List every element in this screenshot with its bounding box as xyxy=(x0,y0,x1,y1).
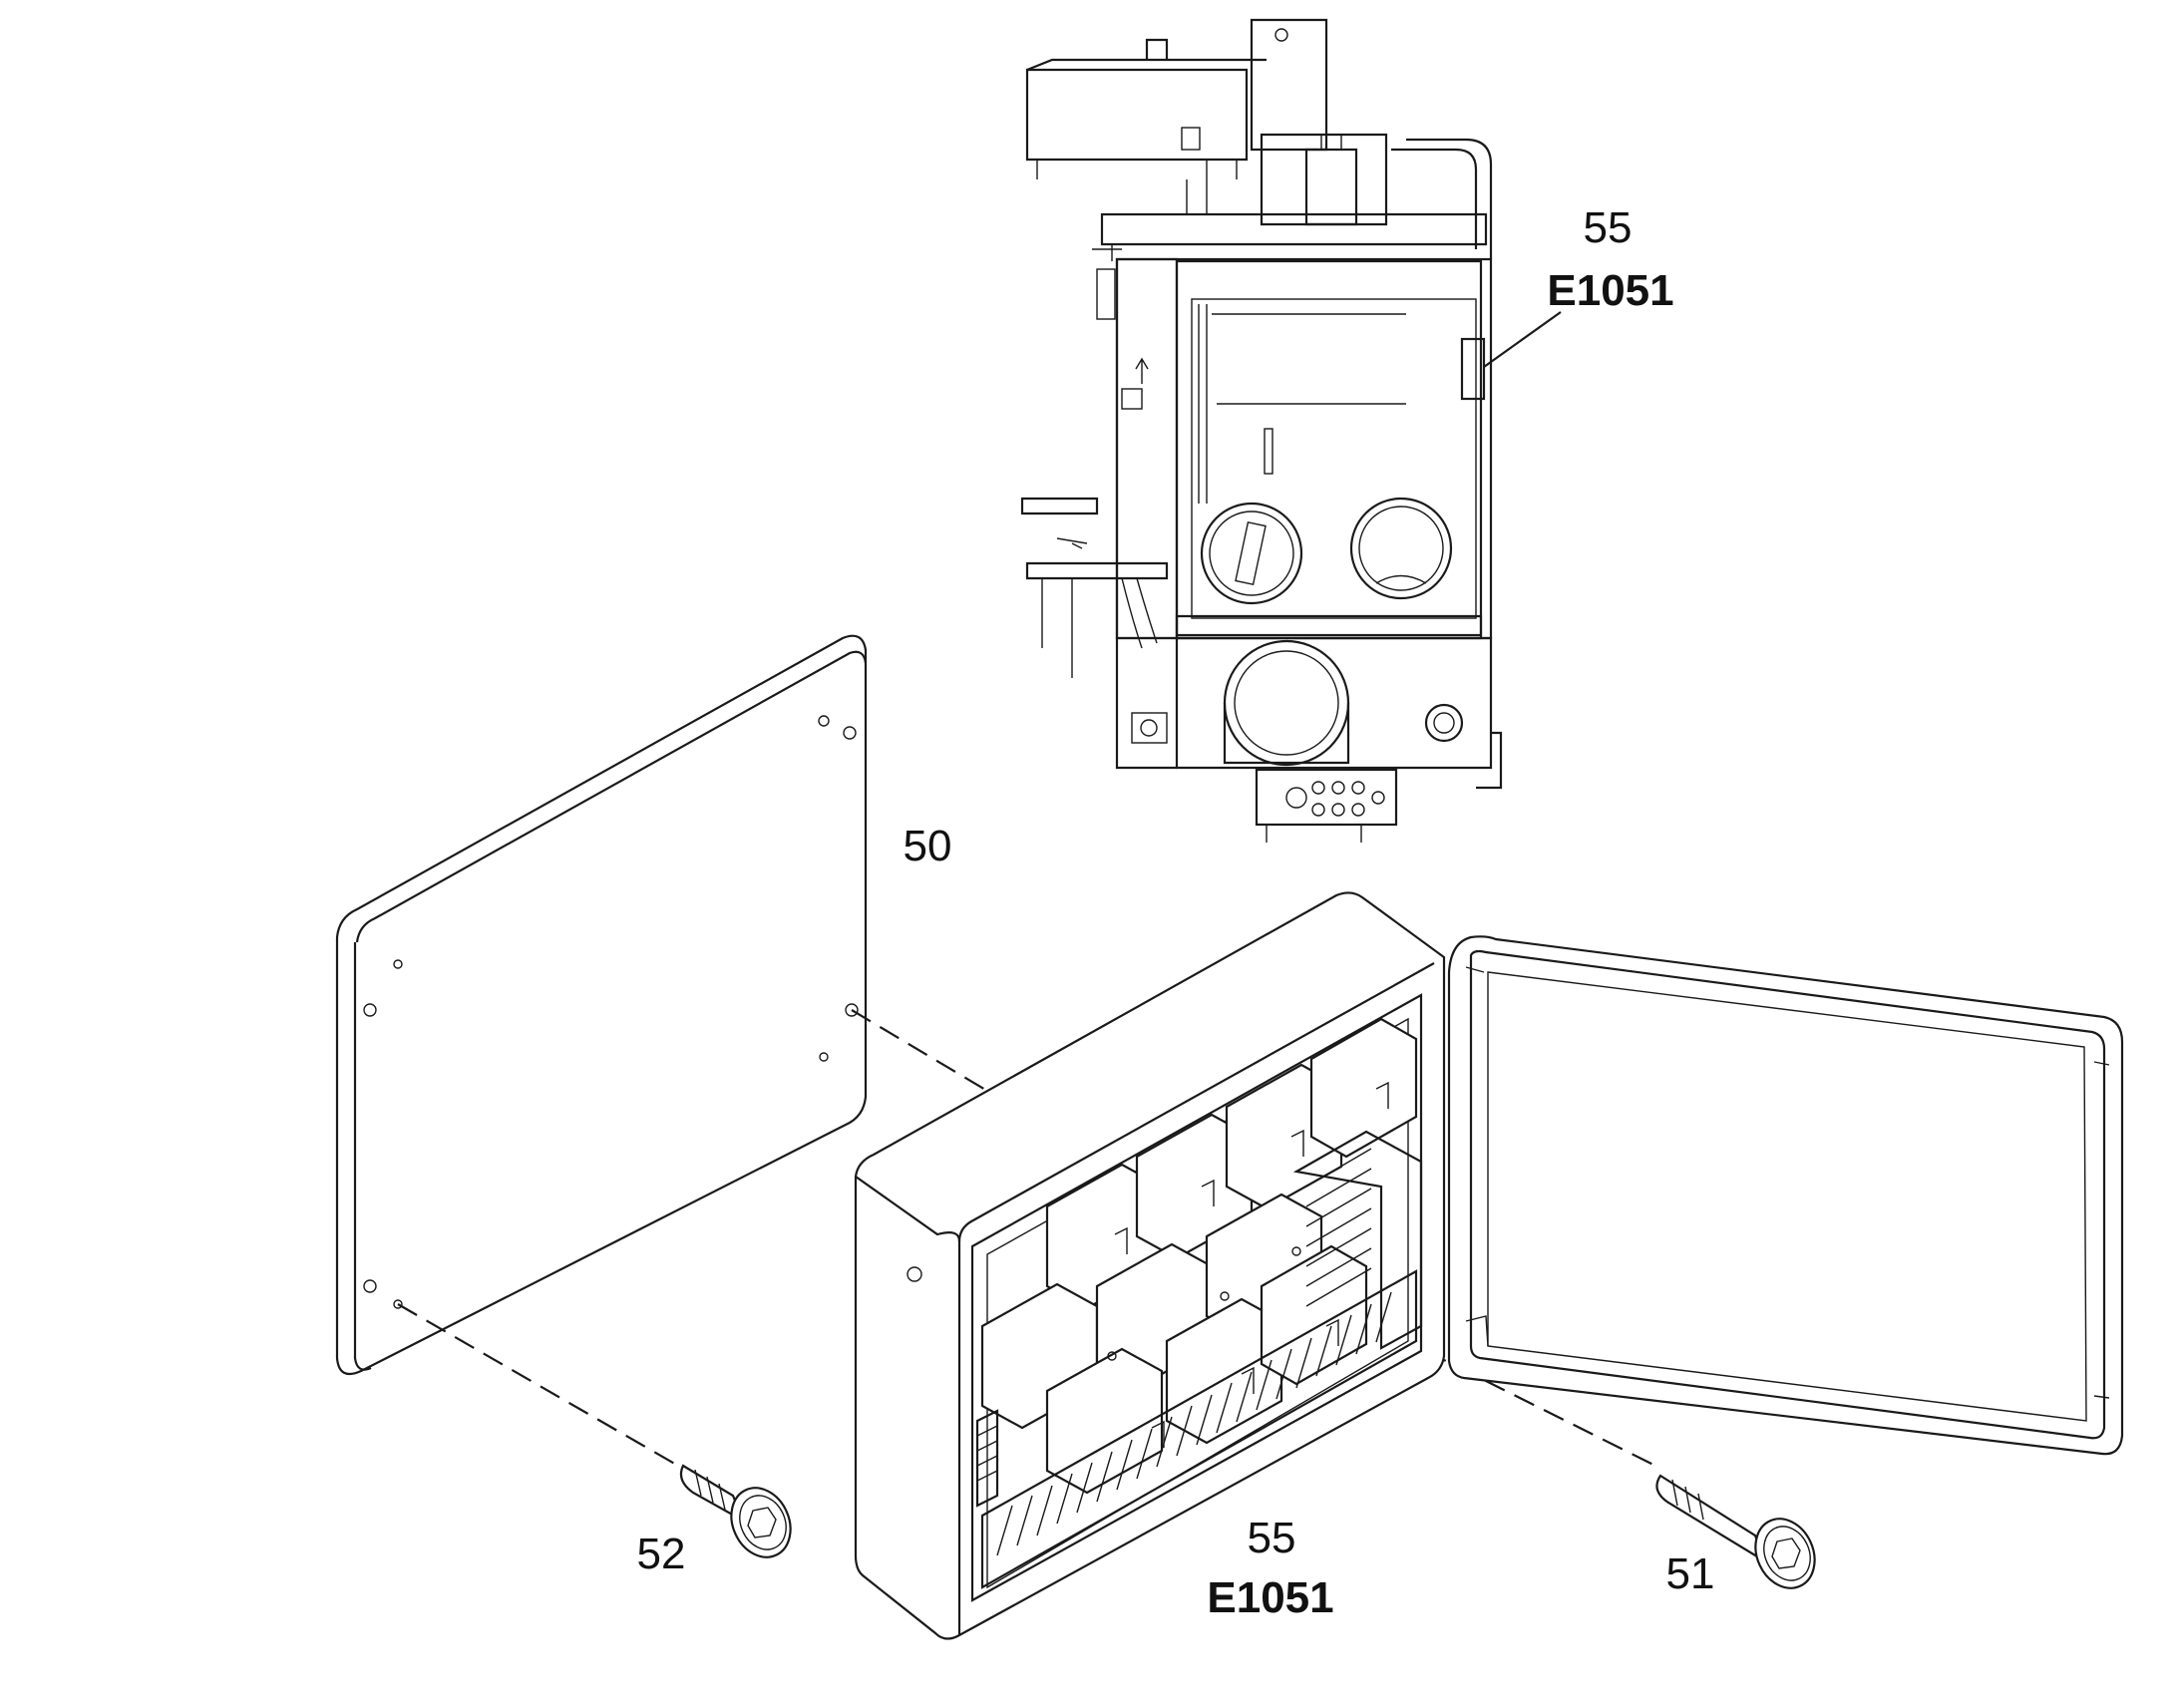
electrical-enclosure-box xyxy=(854,891,1446,1640)
breaker-row-top xyxy=(1045,1017,1418,1310)
screw-52-part-number: 52 xyxy=(637,1530,686,1578)
machine-glove-port-left xyxy=(1200,502,1303,605)
breaker-row-lower xyxy=(980,1193,1368,1495)
assembly-line-screw-52 xyxy=(397,1303,679,1467)
machine-terminal-strip xyxy=(1255,768,1398,843)
machine-transfer-port xyxy=(1223,639,1350,767)
back-plate-part-number: 50 xyxy=(904,822,952,870)
enclosure-part-code: E1051 xyxy=(1207,1573,1333,1622)
machine-gauge xyxy=(1424,703,1464,743)
machine-glove-port-right xyxy=(1349,497,1453,600)
terminal-block-ladder xyxy=(1292,1130,1423,1350)
back-mounting-plate xyxy=(335,634,868,1376)
machine-lower-chamber xyxy=(1175,636,1493,770)
screw-51-part-number: 51 xyxy=(1666,1549,1715,1598)
screw-51 xyxy=(1655,1474,1816,1589)
machine-assembly-drawing xyxy=(1020,18,1562,843)
machine-top-duct xyxy=(1025,18,1328,214)
enclosure-door xyxy=(1447,935,2124,1456)
enclosure-vent-grid xyxy=(980,1269,1418,1589)
machine-motor-housing xyxy=(1260,133,1493,259)
machine-leader-line xyxy=(1483,311,1562,368)
assembly-line-plate-to-box xyxy=(851,1009,998,1098)
machine-part-number: 55 xyxy=(1584,203,1633,252)
machine-upper-frame xyxy=(1100,212,1488,246)
machine-e1051-location xyxy=(1460,337,1486,401)
machine-side-cabling xyxy=(1020,497,1169,678)
machine-part-code: E1051 xyxy=(1547,266,1673,315)
enclosure-part-number: 55 xyxy=(1248,1514,1296,1562)
screw-52 xyxy=(679,1464,792,1558)
